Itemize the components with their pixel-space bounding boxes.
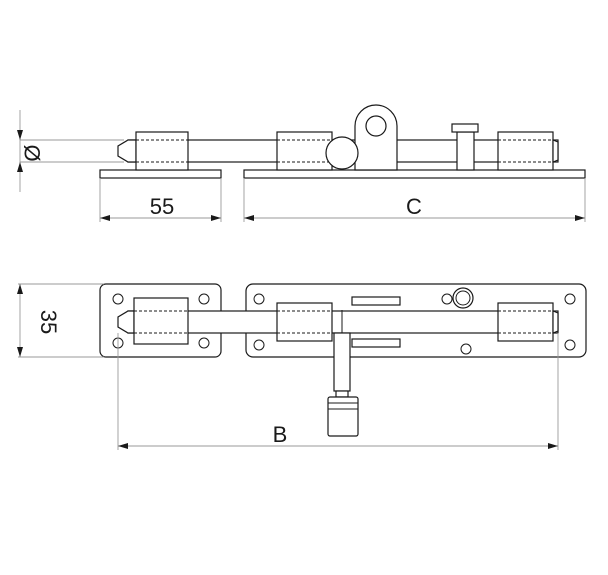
screw-hole bbox=[198, 293, 210, 305]
diameter-dimension: Ø bbox=[17, 110, 124, 192]
top-handle-stem bbox=[333, 332, 351, 392]
top-bolt-shaft bbox=[127, 310, 559, 334]
receiver-width-dimension: 55 bbox=[99, 178, 222, 222]
side-view bbox=[99, 104, 586, 179]
side-receiver-plate bbox=[99, 169, 222, 179]
side-sleeve-right bbox=[497, 131, 554, 171]
side-sleeve-left bbox=[135, 131, 189, 171]
screw-hole bbox=[253, 293, 265, 305]
screw-hole bbox=[564, 293, 576, 305]
overall-length-label: B bbox=[273, 422, 288, 447]
height-dimension: 35 bbox=[17, 283, 104, 358]
plate-length-label: C bbox=[406, 194, 422, 219]
side-main-plate bbox=[243, 169, 586, 179]
side-stop-post bbox=[456, 131, 475, 171]
screw-hole bbox=[441, 293, 453, 305]
plate-length-dimension: C bbox=[243, 178, 586, 222]
top-guide-right bbox=[497, 302, 554, 342]
side-padlock-hole bbox=[365, 115, 387, 137]
overall-length-dimension: B bbox=[117, 333, 559, 450]
side-bolt-tip bbox=[117, 139, 137, 163]
side-sleeve-middle bbox=[276, 131, 333, 171]
side-handle-knob bbox=[325, 136, 359, 170]
screw-hole bbox=[564, 339, 576, 351]
screw-hole bbox=[112, 293, 124, 305]
top-handle-knob bbox=[327, 396, 359, 437]
screw-hole bbox=[460, 343, 472, 355]
screw-hole bbox=[198, 337, 210, 349]
diameter-label: Ø bbox=[20, 144, 45, 161]
top-view bbox=[99, 283, 587, 437]
top-padlock-slot bbox=[351, 296, 401, 306]
top-stop-screw-inner bbox=[455, 290, 471, 306]
height-label: 35 bbox=[36, 310, 61, 334]
screw-hole bbox=[253, 339, 265, 351]
top-keeper bbox=[133, 297, 189, 345]
top-guide-middle bbox=[276, 302, 333, 342]
receiver-width-label: 55 bbox=[150, 194, 174, 219]
side-stop-cap bbox=[451, 123, 479, 133]
side-padlock-lug bbox=[354, 104, 398, 171]
top-padlock-slot bbox=[351, 338, 401, 348]
top-handle-neck bbox=[335, 390, 349, 398]
